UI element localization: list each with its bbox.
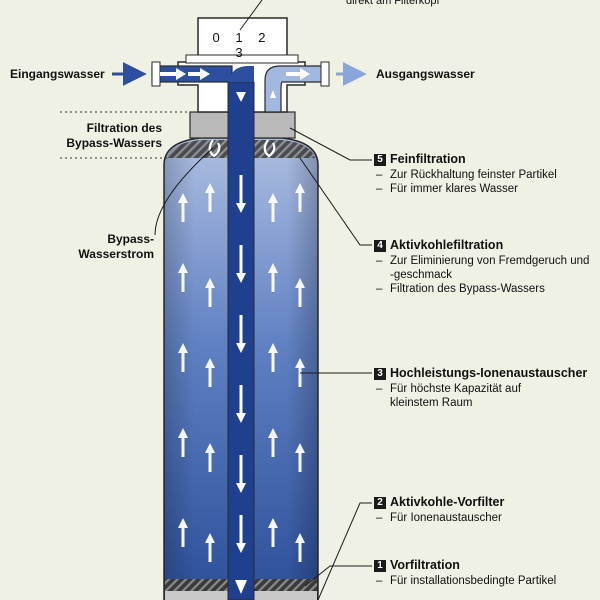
stage-bullets: Zur Eliminierung von Fremdgeruch und -ge… — [374, 254, 594, 296]
stage-1: 1 Vorfiltration Für installationsbedingt… — [374, 558, 598, 588]
stage-5: 5 Feinfiltration Zur Rückhaltung feinste… — [374, 152, 594, 196]
stage-bullet: Für immer klares Wasser — [374, 182, 594, 196]
bypass-filtration-label: Filtration des Bypass-Wassers — [40, 121, 162, 151]
top-note: direkt am Filterkopf — [346, 0, 440, 7]
stage-title: Hochleistungs-Ionenaustauscher — [390, 366, 588, 380]
stage-number-badge: 1 — [374, 559, 386, 572]
stage-title: Vorfiltration — [390, 558, 460, 572]
stage-bullet: Zur Rückhaltung feinster Partikel — [374, 168, 594, 182]
stage-bullet: Für Ionenaustauscher — [374, 511, 594, 525]
stage-bullets: Zur Rückhaltung feinster Partikel Für im… — [374, 168, 594, 196]
outlet-label: Ausgangswasser — [376, 67, 475, 81]
stage-bullet: Für höchste Kapazität auf kleinstem Raum — [374, 382, 564, 410]
stage-bullet: Filtration des Bypass-Wassers — [374, 282, 594, 296]
stage-bullet: Zur Eliminierung von Fremdgeruch und -ge… — [374, 254, 594, 282]
leader-lines — [154, 0, 372, 600]
stage-3: 3 Hochleistungs-Ionenaustauscher Für höc… — [374, 366, 598, 410]
stage-2: 2 Aktivkohle-Vorfilter Für Ionenaustausc… — [374, 495, 594, 525]
stage-number-badge: 3 — [374, 367, 386, 380]
stage-number-badge: 4 — [374, 239, 386, 252]
stage-title: Aktivkohle-Vorfilter — [390, 495, 505, 509]
bypass-filtration-line-2: Bypass-Wassers — [66, 136, 162, 150]
bypass-stream-label: Bypass- Wasserstrom — [40, 232, 154, 262]
stage-bullets: Für installationsbedingte Partikel — [374, 574, 598, 588]
stage-number-badge: 2 — [374, 496, 386, 509]
stage-title: Feinfiltration — [390, 152, 466, 166]
inlet-label: Eingangswasser — [10, 67, 105, 81]
stage-title: Aktivkohlefiltration — [390, 238, 504, 252]
stage-bullets: Für höchste Kapazität auf kleinstem Raum — [374, 382, 564, 410]
bypass-filtration-line-1: Filtration des — [86, 121, 162, 135]
center-down-arrows — [235, 175, 247, 594]
stage-bullet: Für installationsbedingte Partikel — [374, 574, 598, 588]
bypass-curl-arrows — [208, 139, 276, 158]
stage-number-badge: 5 — [374, 153, 386, 166]
dial-digits: 0 1 2 3 — [212, 30, 272, 60]
bypass-stream-line-2: Wasserstrom — [78, 247, 154, 261]
bypass-stream-line-1: Bypass- — [107, 232, 154, 246]
stage-4: 4 Aktivkohlefiltration Zur Eliminierung … — [374, 238, 594, 296]
stage-bullets: Für Ionenaustauscher — [374, 511, 594, 525]
body-up-arrows — [178, 183, 305, 562]
